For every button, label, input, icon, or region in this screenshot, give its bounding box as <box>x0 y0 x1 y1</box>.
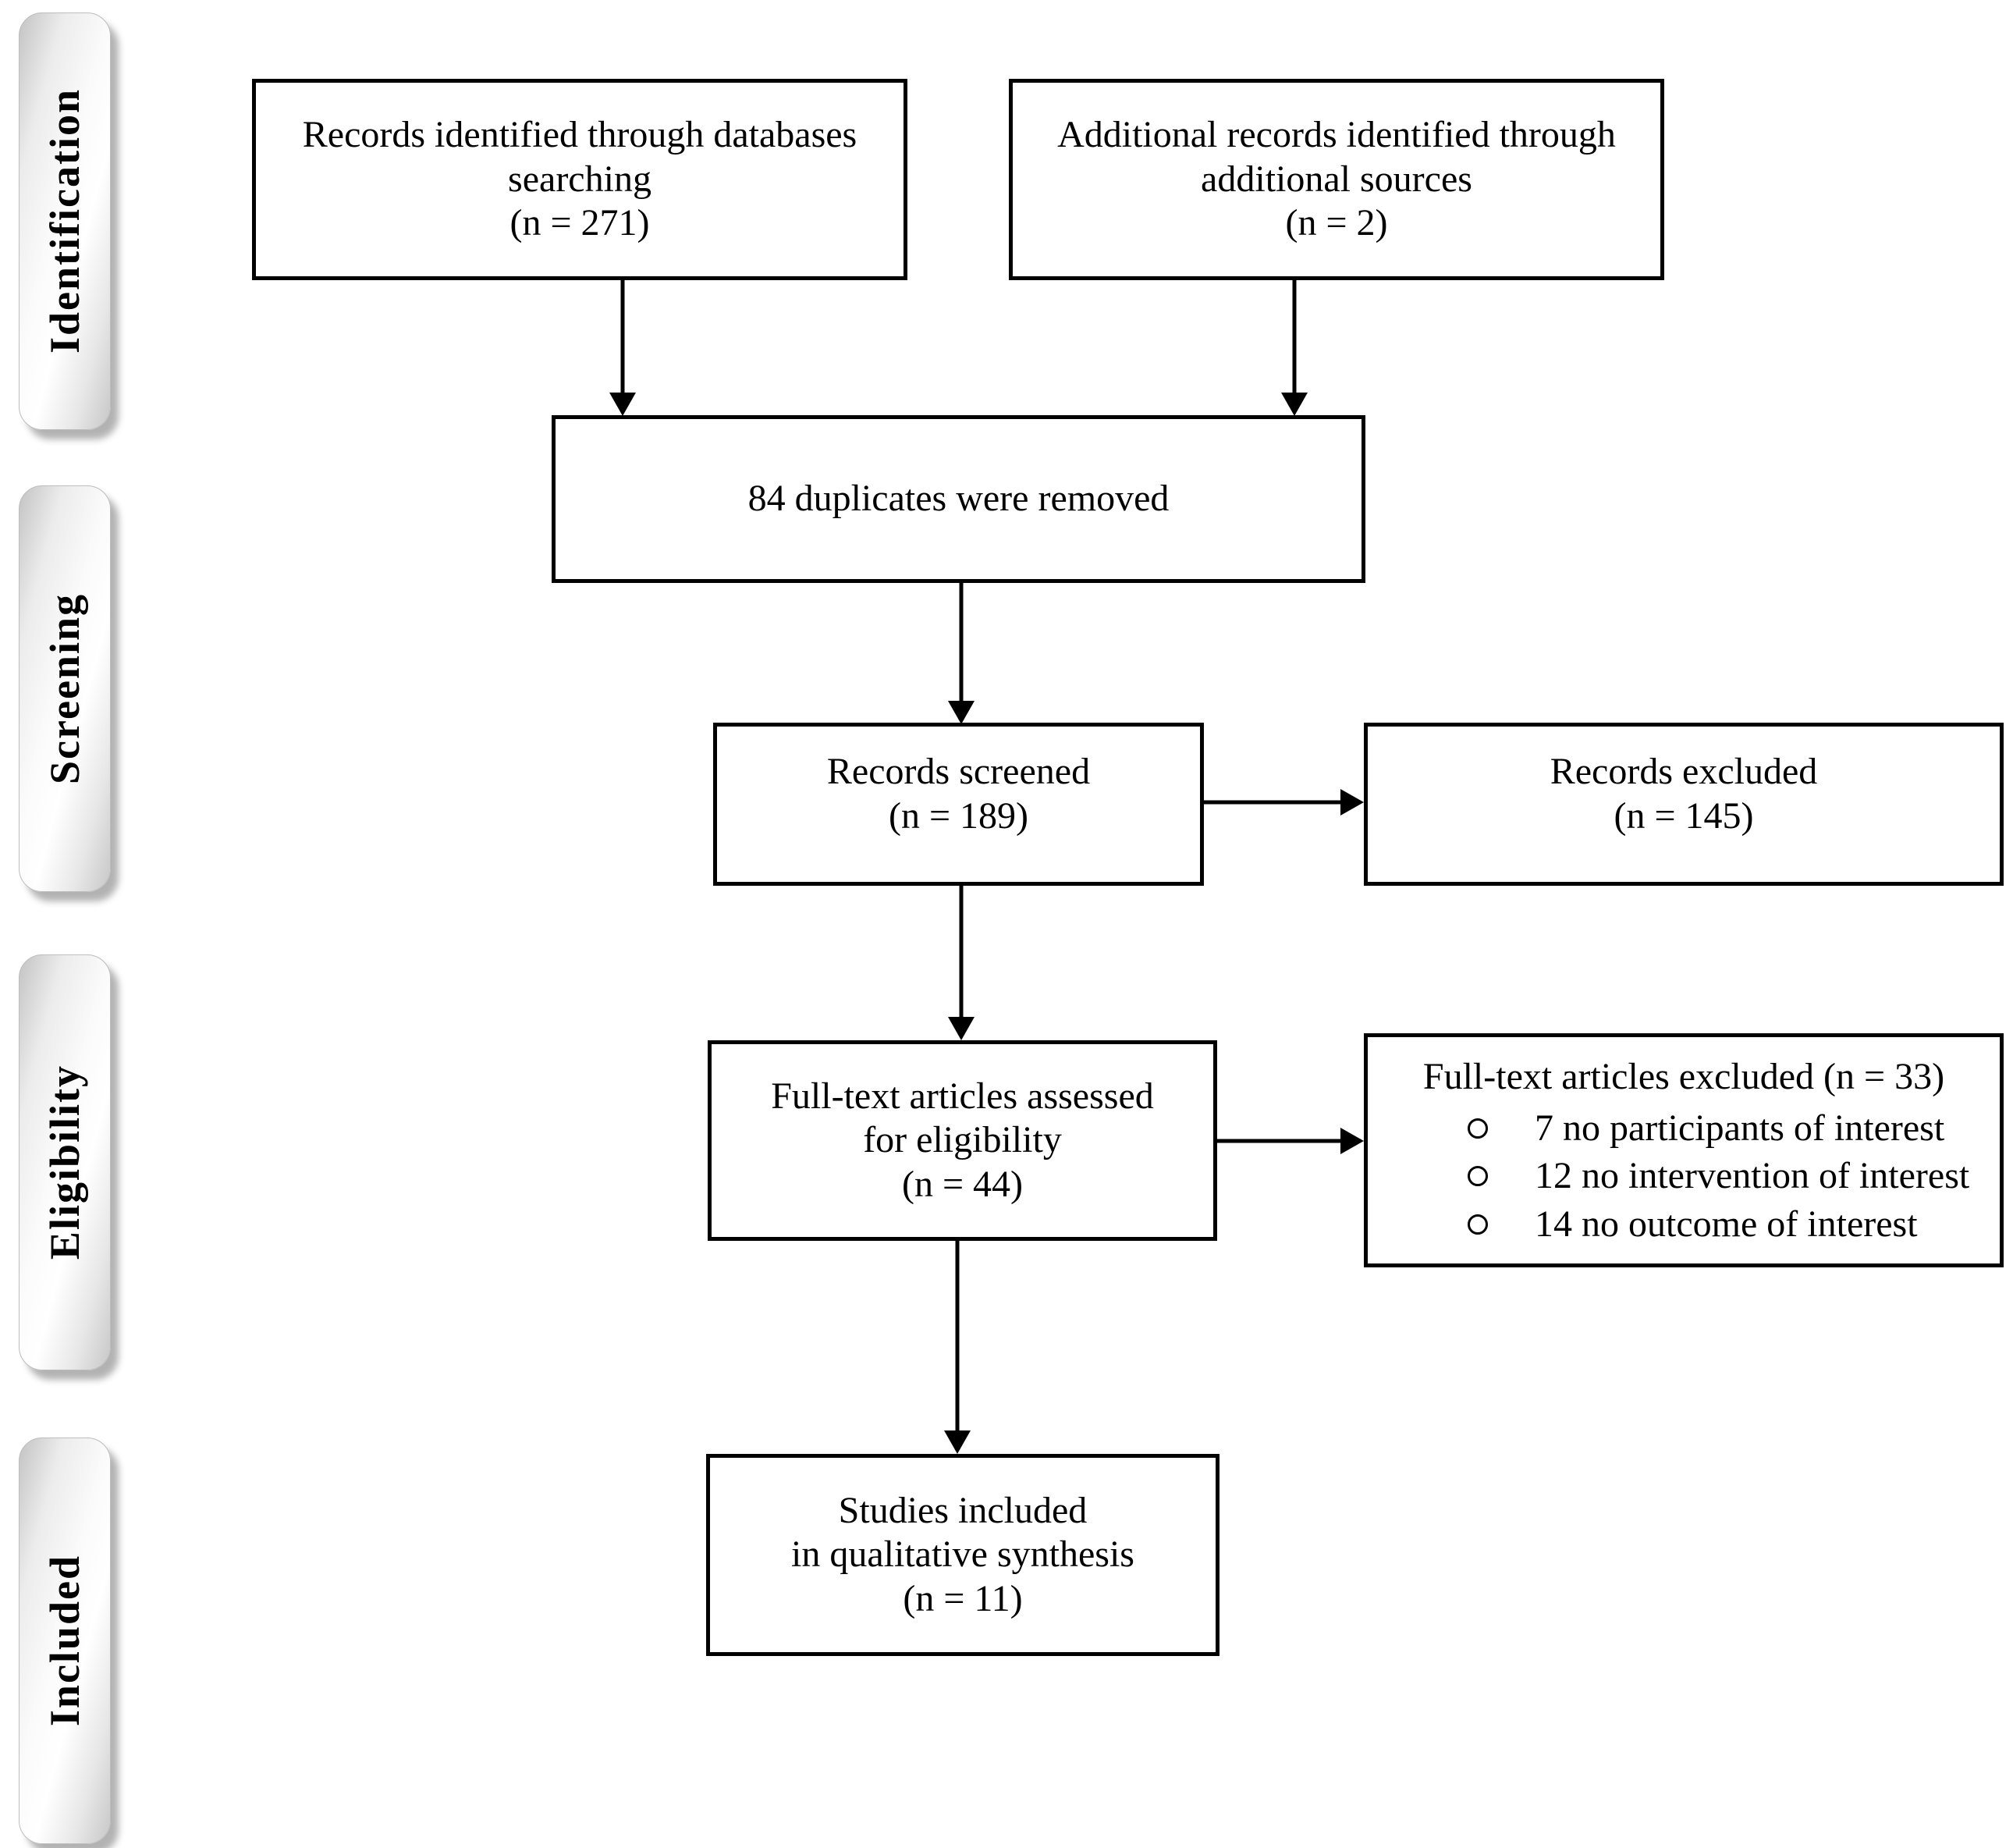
exclusion-reason-text: 7 no participants of interest <box>1535 1107 1945 1149</box>
box-fulltext-assessed: Full-text articles assessed for eligibil… <box>708 1040 1217 1241</box>
box-text-line: Records identified through databases <box>302 114 857 156</box>
exclusion-reason-item: 12 no intervention of interest <box>1468 1155 2000 1197</box>
exclusion-reason-text: 12 no intervention of interest <box>1535 1155 1970 1197</box>
circle-bullet-icon <box>1468 1214 1488 1235</box>
box-text-line: Full-text articles assessed <box>771 1075 1154 1117</box>
box-text-line: (n = 189) <box>888 794 1029 837</box>
fulltext-excluded-title: Full-text articles excluded (n = 33) <box>1422 1056 1945 1098</box>
stage-pill-eligibility: Eligibility <box>19 954 111 1370</box>
box-text-line: additional sources <box>1201 158 1472 200</box>
box-text-line: Studies included <box>838 1489 1088 1531</box>
box-fulltext-excluded: Full-text articles excluded (n = 33) 7 n… <box>1364 1033 2004 1267</box>
arrow-screened-to-excluded <box>1204 789 1364 816</box>
box-records-screened: Records screened (n = 189) <box>713 723 1204 886</box>
exclusion-reason-text: 14 no outcome of interest <box>1535 1203 1918 1246</box>
box-text-line: Records screened <box>826 750 1091 792</box>
box-text-line: (n = 145) <box>1614 794 1754 837</box>
stage-label-included: Included <box>41 1555 88 1727</box>
box-text-line: Records excluded <box>1550 750 1818 792</box>
stage-label-identification: Identification <box>41 88 88 354</box>
box-records-excluded: Records excluded (n = 145) <box>1364 723 2004 886</box>
circle-bullet-icon <box>1468 1118 1488 1139</box>
box-text-line: searching <box>508 158 651 200</box>
stage-label-eligibility: Eligibility <box>41 1064 88 1260</box>
box-text-line: for eligibility <box>863 1119 1062 1161</box>
arrow-fulltext-to-included <box>944 1241 971 1454</box>
stage-pill-included: Included <box>19 1438 111 1844</box>
exclusion-reason-item: 7 no participants of interest <box>1468 1107 2000 1150</box>
box-text-line: in qualitative synthesis <box>791 1533 1134 1576</box>
arrow-additional-to-duplicates <box>1281 280 1308 416</box>
box-text-line: (n = 271) <box>509 202 650 244</box>
box-duplicates-removed: 84 duplicates were removed <box>552 415 1365 583</box>
box-additional-records: Additional records identified through ad… <box>1009 79 1664 280</box>
box-text-line: 84 duplicates were removed <box>747 478 1170 520</box>
arrow-fulltext-to-excluded <box>1217 1128 1364 1154</box>
exclusion-reason-list: 7 no participants of interest 12 no inte… <box>1368 1107 2000 1246</box>
circle-bullet-icon <box>1468 1166 1488 1187</box>
stage-pill-identification: Identification <box>19 12 111 430</box>
arrow-duplicates-to-screened <box>948 583 975 724</box>
arrow-identified-to-duplicates <box>609 280 636 416</box>
exclusion-reason-item: 14 no outcome of interest <box>1468 1203 2000 1246</box>
box-text-line: Additional records identified through <box>1057 114 1616 156</box>
box-text-line: (n = 11) <box>903 1577 1023 1619</box>
box-records-identified: Records identified through databases sea… <box>252 79 907 280</box>
arrow-screened-to-fulltext <box>948 886 975 1040</box>
stage-label-screening: Screening <box>41 593 88 784</box>
box-text-line: (n = 2) <box>1285 202 1388 244</box>
box-studies-included: Studies included in qualitative synthesi… <box>706 1454 1220 1656</box>
stage-pill-screening: Screening <box>19 485 111 892</box>
box-text-line: (n = 44) <box>901 1163 1024 1205</box>
